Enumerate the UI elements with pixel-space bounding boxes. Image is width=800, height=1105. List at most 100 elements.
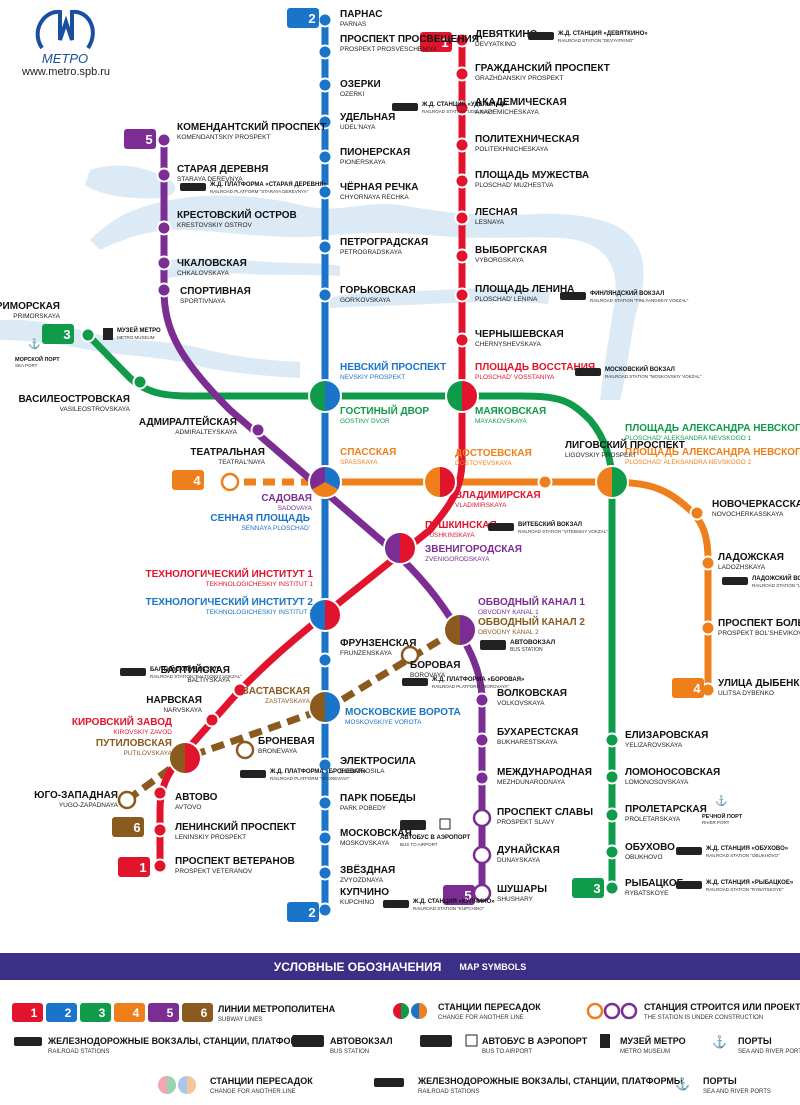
line-badge-number: 4 [193, 473, 201, 488]
legend-transfer-half [419, 1003, 427, 1019]
station-dot [604, 844, 620, 860]
station-name-en: BALTIYSKAYA [187, 677, 230, 684]
legend-item-en: SUBWAY LINES [218, 1017, 262, 1023]
station-name-en: MEZHDUNARODNAYA [497, 779, 566, 786]
station-name-en: ZASTAVSKAYA [265, 698, 311, 705]
legend-line-badge [148, 1003, 179, 1022]
plane-icon [439, 818, 451, 830]
transfer-station-dot [423, 465, 457, 499]
legend-header: УСЛОВНЫЕ ОБОЗНАЧЕНИЯ MAP SYMBOLS [0, 953, 800, 980]
facility-name-ru: Ж.Д. ПЛАТФОРМА «БОРОВАЯ» [431, 677, 525, 683]
station-dot [156, 167, 172, 183]
station-name-ru: ПУШКИНСКАЯ [425, 520, 497, 531]
plane-icon [465, 1034, 478, 1047]
station-name-ru: ДУНАЙСКАЯ [497, 843, 560, 856]
station-name-en: TEKHNOLOGICHESKIY INSTITUT 1 [206, 581, 314, 588]
legend-transfer-half [167, 1076, 176, 1094]
museum-icon [600, 1034, 610, 1048]
facility-name-en: RAILROAD STATION "RYBATSKOYE" [706, 887, 784, 892]
station-name-en: MOSKOVSKAYA [340, 840, 390, 847]
transfer-segment [446, 380, 462, 412]
station-name-en: GRAZHDANSKIY PROSPEKT [475, 75, 563, 82]
line-badge-number: 6 [133, 820, 140, 835]
station-name-ru: ОЗЕРКИ [340, 79, 381, 90]
train-icon [402, 678, 428, 686]
station-dot [700, 620, 716, 636]
legend-line-number: 5 [167, 1006, 174, 1020]
station-dot [317, 44, 333, 60]
transfer-segment [424, 466, 440, 498]
line-badge [118, 857, 150, 877]
station-name-ru: ПРОСПЕКТ СЛАВЫ [497, 807, 593, 818]
station-dot [604, 732, 620, 748]
station-dot [317, 795, 333, 811]
facility-name-ru: Ж.Д. СТАНЦИЯ «ОБУХОВО» [705, 846, 789, 852]
transfer-segment [309, 599, 325, 631]
station-dot [156, 282, 172, 298]
station-dot [474, 692, 490, 708]
line-4 [318, 478, 712, 690]
line-badge [443, 885, 475, 905]
transfer-segment [309, 691, 325, 723]
station-name-ru: БОРОВАЯ [410, 660, 460, 671]
station-name-ru: НОВОЧЕРКАССКАЯ [712, 499, 800, 510]
facility-name-en: RAILROAD STATION "KUPCHINO" [413, 906, 485, 911]
legend-item-ru: ЖЕЛЕЗНОДОРОЖНЫЕ ВОКЗАЛЫ, СТАНЦИИ, ПЛАТФО… [417, 1076, 683, 1086]
station-name-en: BOROVAYA [410, 672, 446, 679]
station-name-en: YELIZAROVSKAYA [625, 742, 683, 749]
station-name-ru: РЫБАЦКОЕ [625, 878, 684, 889]
station-name-en: LENINSKIY PROSPEKT [175, 834, 246, 841]
legend-item-ru: СТАНЦИЯ СТРОИТСЯ ИЛИ ПРОЕКТИРУЕТСЯ [644, 1002, 800, 1012]
station-name-ru: ЛИГОВСКИЙ ПРОСПЕКТ [565, 438, 685, 451]
station-name-ru: ПРОСПЕКТ ПРОСВЕЩЕНИЯ [340, 34, 479, 45]
station-dot [454, 173, 470, 189]
facility-name-ru: АВТОБУС В АЭРОПОРТ [400, 835, 470, 841]
station-name-en: LADOZHSKAYA [718, 564, 766, 571]
neva-river [0, 165, 644, 400]
station-dot [317, 77, 333, 93]
transfer-segment [311, 482, 339, 498]
station-name-ru: СЕННАЯ ПЛОЩАДЬ [210, 513, 310, 524]
line-badge-number: 1 [139, 860, 146, 875]
legend-line-badge [80, 1003, 111, 1022]
legend-line-number: 4 [133, 1006, 140, 1020]
station-name-en: LIGOVSKIY PROSPEKT [565, 452, 637, 459]
station-name-ru: ЛАДОЖСКАЯ [718, 552, 784, 563]
legend-item-en: RAILROAD STATIONS [418, 1089, 479, 1095]
facility-name-en: BUS TO AIRPORT [400, 842, 438, 847]
station-dot [454, 332, 470, 348]
station-name-en: AKADEMICHESKAYA [475, 109, 539, 116]
line-badge-number: 4 [693, 681, 701, 696]
station-name-en: CHKALOVSKAYA [177, 270, 229, 277]
facility-name-ru: АВТОВОКЗАЛ [510, 639, 556, 646]
line-6-planned [124, 625, 462, 803]
station-name-ru: МАЯКОВСКАЯ [475, 406, 546, 417]
legend-item-en: METRO MUSEUM [620, 1049, 670, 1055]
station-dot [317, 12, 333, 28]
station-name-ru: ВАСИЛЕОСТРОВСКАЯ [18, 394, 130, 405]
legend-transfer-half [401, 1003, 409, 1019]
facility-name-en: RAILROAD PLATFORM "BRONEVAYA" [270, 776, 350, 781]
transfer-station-dot [308, 690, 342, 724]
transfer-segment [169, 742, 185, 774]
station-dot [132, 374, 148, 390]
station-name-ru: ТЕАТРАЛЬНАЯ [190, 447, 265, 458]
station-name-en: NARVSKAYA [163, 707, 202, 714]
facility-name-ru: Ж.Д. СТАНЦИЯ «КУПЧИНО» [412, 899, 495, 905]
station-name-en: BRONEVAYA [258, 748, 298, 755]
station-dot [454, 32, 470, 48]
station-name-en: PUTILOVSKAYA [123, 750, 172, 757]
facility-name-en: BUS STATION [510, 647, 543, 653]
station-name-ru: ГРАЖДАНСКИЙ ПРОСПЕКТ [475, 61, 610, 74]
station-name-en: PUSHKINSKAYA [425, 532, 475, 539]
legend-title-en: MAP SYMBOLS [459, 961, 527, 972]
transfer-segment [460, 614, 476, 646]
station-name-ru: ЧЕРНЫШЕВСКАЯ [475, 329, 564, 340]
facility-name-ru: ВИТЕБСКИЙ ВОКЗАЛ [518, 520, 582, 528]
legend-item-en: CHANGE FOR ANOTHER LINE [210, 1089, 296, 1095]
station-dot [317, 149, 333, 165]
train-icon [240, 770, 266, 778]
station-name-en: BUKHARESTSKAYA [497, 739, 558, 746]
